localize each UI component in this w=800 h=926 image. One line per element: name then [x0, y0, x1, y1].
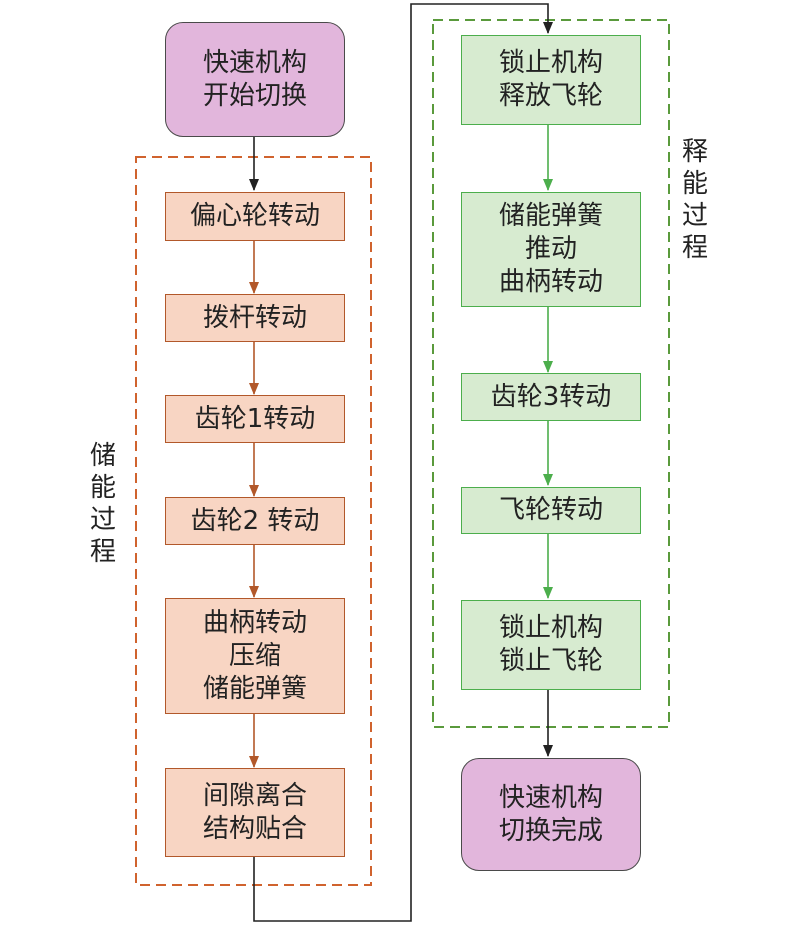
end-line-1: 快速机构 — [498, 782, 603, 813]
release-step-5-line-2: 锁止飞轮 — [498, 646, 603, 676]
storage-step-2: 拨杆转动 — [165, 294, 345, 342]
storage-step-6-line-1: 间隙离合 — [202, 780, 307, 811]
release-step-3: 齿轮3转动 — [461, 373, 641, 421]
release-step-2-line-2: 推动 — [524, 234, 577, 264]
release-process-label: 释 能 过 程 — [682, 136, 708, 264]
storage-step-5-line-1: 曲柄转动 — [202, 607, 307, 638]
storage-label-char-3: 过 — [90, 505, 117, 535]
storage-step-4: 齿轮2 转动 — [165, 497, 345, 545]
storage-step-6: 间隙离合 结构贴合 — [165, 768, 345, 857]
storage-label-char-4: 程 — [90, 537, 117, 567]
end-node: 快速机构 切换完成 — [461, 758, 641, 871]
release-step-5-line-1: 锁止机构 — [498, 613, 603, 643]
storage-step-5: 曲柄转动 压缩 储能弹簧 — [165, 598, 345, 714]
release-group-frame — [432, 19, 670, 728]
release-label-char-4: 程 — [682, 233, 709, 263]
release-label-char-2: 能 — [682, 169, 709, 199]
release-step-2-line-1: 储能弹簧 — [498, 201, 603, 231]
release-step-5: 锁止机构 锁止飞轮 — [461, 600, 641, 690]
release-step-1-line-1: 锁止机构 — [498, 48, 603, 78]
storage-process-label: 储 能 过 程 — [90, 440, 116, 568]
release-step-1: 锁止机构 释放飞轮 — [461, 35, 641, 125]
storage-step-3: 齿轮1转动 — [165, 395, 345, 443]
start-line-1: 快速机构 — [202, 47, 307, 78]
storage-step-2-line-1: 拨杆转动 — [202, 302, 307, 333]
start-node: 快速机构 开始切换 — [165, 22, 345, 137]
storage-step-5-line-3: 储能弹簧 — [202, 673, 307, 704]
release-step-1-line-2: 释放飞轮 — [498, 81, 603, 111]
arrow-storage-to-release — [253, 3, 553, 922]
storage-step-6-line-2: 结构贴合 — [202, 813, 307, 844]
release-step-2-line-3: 曲柄转动 — [498, 267, 603, 297]
storage-label-char-2: 能 — [90, 473, 117, 503]
release-label-char-3: 过 — [682, 201, 709, 231]
release-step-3-line-1: 齿轮3转动 — [490, 381, 612, 412]
storage-step-4-line-1: 齿轮2 转动 — [190, 505, 320, 536]
storage-label-char-1: 储 — [90, 441, 117, 471]
storage-step-5-line-2: 压缩 — [228, 640, 281, 671]
start-line-2: 开始切换 — [202, 80, 307, 111]
release-label-char-1: 释 — [682, 137, 709, 167]
release-step-2: 储能弹簧 推动 曲柄转动 — [461, 192, 641, 307]
release-step-4: 飞轮转动 — [461, 487, 641, 534]
end-line-2: 切换完成 — [498, 815, 603, 846]
release-step-4-line-1: 飞轮转动 — [498, 495, 603, 525]
storage-step-3-line-1: 齿轮1转动 — [194, 403, 316, 434]
storage-step-1: 偏心轮转动 — [165, 192, 345, 241]
storage-step-1-line-1: 偏心轮转动 — [189, 201, 320, 231]
